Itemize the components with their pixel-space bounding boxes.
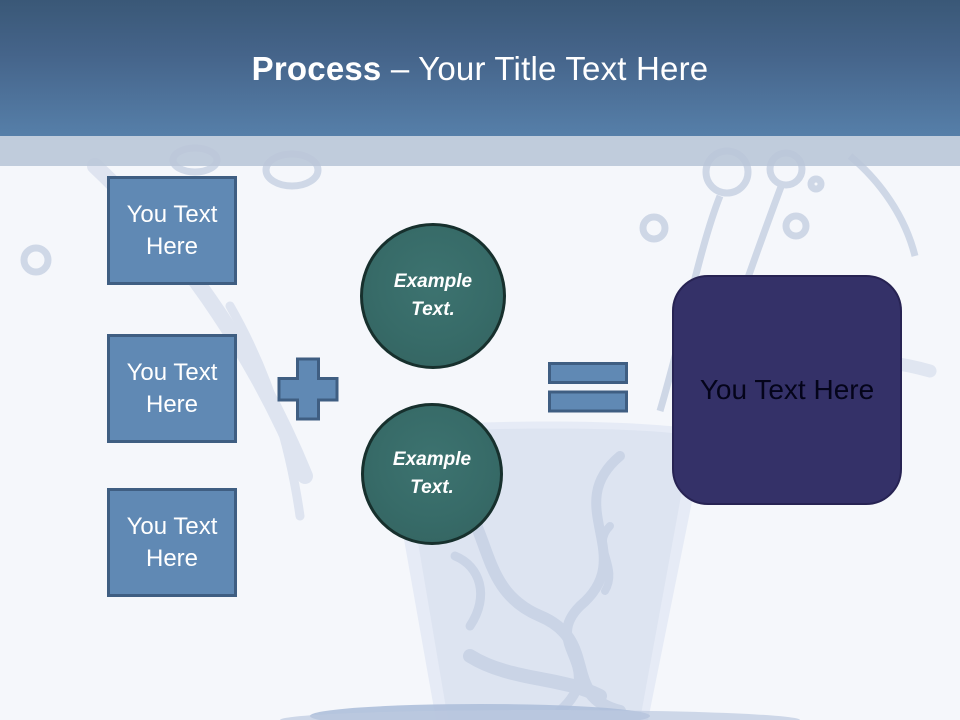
process-box-1: You Text Here [107,176,237,285]
slide-title-keyword: Process [251,50,382,87]
process-box-2-label: You Text Here [126,359,218,418]
divider-band [0,136,960,166]
process-box-3: You Text Here [107,488,237,597]
result-box-label: You Text Here [699,374,875,405]
equals-icon [548,362,628,413]
header: Process – Your Title Text Here [0,0,960,136]
example-circle-2-label: Example Text. [392,449,472,498]
example-circle-1-label: Example Text. [393,271,473,320]
result-box: You Text Here [672,275,902,505]
process-box-3-label: You Text Here [126,513,218,572]
process-box-2: You Text Here [107,334,237,443]
example-circle-1: Example Text. [360,223,506,369]
slide-title-subtitle: – Your Title Text Here [381,50,709,87]
example-circle-2: Example Text. [361,403,503,545]
plus-icon [277,357,339,421]
process-box-1-label: You Text Here [126,201,218,260]
slide-title: Process – Your Title Text Here [0,50,960,88]
